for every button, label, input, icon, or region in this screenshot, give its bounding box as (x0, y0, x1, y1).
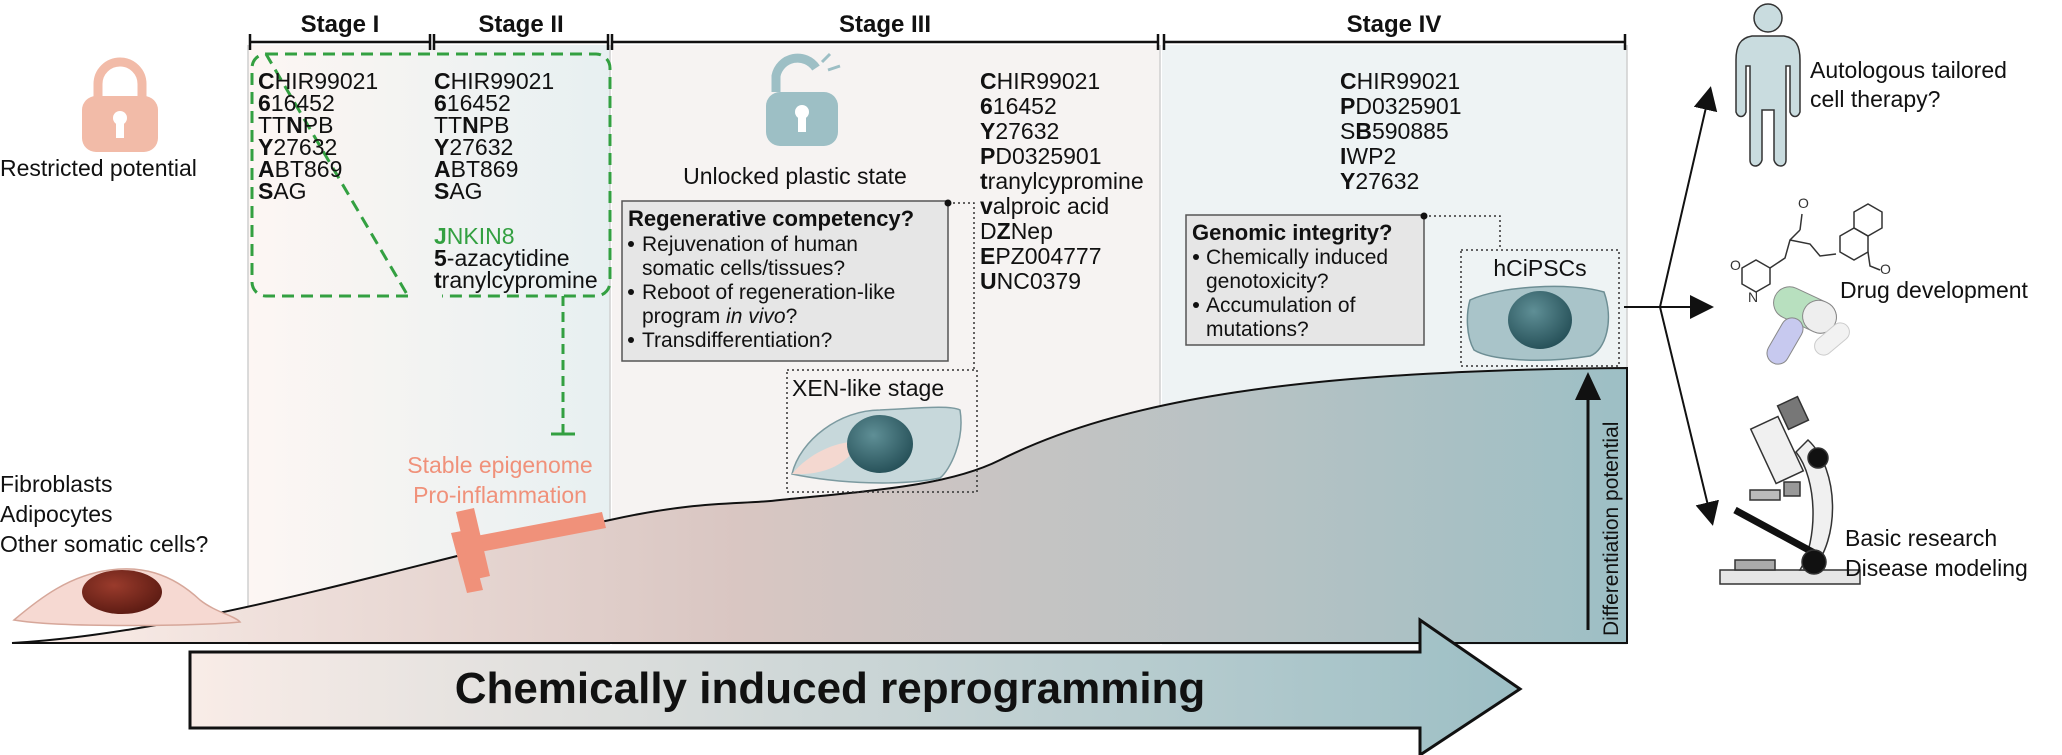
stage-1-header: Stage I (301, 11, 380, 38)
compound-DZNep: DZNep (980, 218, 1053, 244)
compound-CHIR99021: CHIR99021 (1340, 68, 1460, 94)
compound-PD0325901: PD0325901 (980, 143, 1102, 169)
compound-EPZ004777: EPZ004777 (980, 243, 1101, 269)
compound-CHIR99021: CHIR99021 (258, 68, 378, 94)
xen-box (786, 369, 978, 493)
xen-connector (948, 202, 975, 370)
unlocked-padlock-icon (766, 52, 841, 146)
compound-616452: 616452 (258, 90, 335, 116)
hcipsc-cell-icon (1466, 285, 1610, 362)
svg-text:O: O (1880, 261, 1891, 277)
hcipsc-label: hCiPSCs (1493, 255, 1586, 281)
genomic-questions: Chemically induced genotoxicity? Accumul… (1193, 246, 1388, 341)
therapy-line-2: cell therapy? (1810, 86, 1940, 112)
svg-text:N: N (1748, 289, 1758, 305)
barrier-pro-inflammation: Pro-inflammation (413, 482, 587, 508)
potential-curve (11, 366, 1628, 644)
genomic-question-box (1185, 214, 1425, 346)
regenerative-question-title: Regenerative competency? (628, 206, 914, 231)
question-genotoxicity: Chemically induced (1206, 246, 1388, 269)
unlocked-state-label: Unlocked plastic state (683, 163, 907, 189)
compound-Y27632: Y27632 (980, 118, 1059, 144)
differentiation-potential-label: Differentiation potential (1600, 422, 1623, 636)
xen-cell-icon (791, 406, 962, 484)
locked-padlock-icon (82, 57, 158, 152)
compound-616452: 616452 (980, 93, 1057, 119)
restricted-potential-label: Restricted potential (0, 155, 197, 181)
somatic-cell-3: Other somatic cells? (0, 531, 208, 557)
svg-text:O: O (1730, 257, 1741, 273)
compound-CHIR99021: CHIR99021 (980, 68, 1100, 94)
reprogramming-arrow (188, 617, 1523, 755)
regenerative-question-box (621, 200, 949, 362)
xen-label: XEN-like stage (792, 375, 944, 401)
question-transdifferentiation: Transdifferentiation? (642, 329, 832, 352)
pills-icon (1766, 286, 1850, 365)
compound-PD0325901: PD0325901 (1340, 93, 1462, 119)
compound-TTNPB: TTNPB (434, 112, 509, 138)
genomic-question-title: Genomic integrity? (1192, 220, 1392, 245)
svg-text:O: O (1798, 195, 1809, 211)
compound-SB590885: SB590885 (1340, 118, 1449, 144)
somatic-cell-1: Fibroblasts (0, 471, 112, 497)
compound-tranylcypromine: tranylcypromine (434, 267, 598, 293)
therapy-line-1: Autologous tailored (1810, 57, 2007, 83)
question-reboot-cont: program in vivo? (642, 305, 797, 328)
drug-molecule-icon: O O N O (1730, 195, 1891, 305)
compound-IWP2: IWP2 (1340, 143, 1396, 169)
research-line-2: Disease modeling (1845, 555, 2028, 581)
compound-616452: 616452 (434, 90, 511, 116)
compound-ABT869: ABT869 (434, 156, 518, 182)
drug-development-label: Drug development (1840, 277, 2029, 303)
barrier-stable-epigenome: Stable epigenome (407, 452, 592, 478)
regenerative-questions: Rejuvenation of human somatic cells/tiss… (628, 233, 895, 352)
compound-valproic acid: valproic acid (980, 193, 1109, 219)
stage-3-header: Stage III (839, 11, 931, 38)
compound-JNKIN8: JNKIN8 (434, 223, 515, 249)
stage-4-header: Stage IV (1347, 11, 1442, 38)
compound-SAG: SAG (258, 178, 307, 204)
stage3-compound-list: CHIR99021616452Y27632PD0325901tranylcypr… (980, 68, 1144, 294)
fibroblast-cell-icon (12, 568, 242, 627)
microscope-icon (1719, 395, 1861, 585)
compound-5-azacytidine: 5-azacytidine (434, 245, 570, 271)
stage-2-header: Stage II (478, 11, 563, 38)
barrier-t-icon (451, 508, 606, 593)
human-silhouette-icon (1735, 3, 1801, 167)
hcipsc-connector (1424, 215, 1501, 250)
compound-tranylcypromine: tranylcypromine (980, 168, 1144, 194)
question-rejuvenation-cont: somatic cells/tissues? (642, 257, 845, 280)
question-mutations-cont: mutations? (1206, 318, 1309, 341)
compound-ABT869: ABT869 (258, 156, 342, 182)
somatic-cell-2: Adipocytes (0, 501, 113, 527)
compound-TTNPB: TTNPB (258, 112, 333, 138)
reprogramming-label: Chemically induced reprogramming (455, 664, 1206, 713)
compound-Y27632: Y27632 (434, 134, 513, 160)
compound-CHIR99021: CHIR99021 (434, 68, 554, 94)
question-genotoxicity-cont: genotoxicity? (1206, 270, 1329, 293)
compound-UNC0379: UNC0379 (980, 268, 1081, 294)
question-mutations: Accumulation of (1206, 294, 1356, 317)
question-reboot: Reboot of regeneration-like (642, 281, 895, 304)
compound-SAG: SAG (434, 178, 483, 204)
research-line-1: Basic research (1845, 525, 1997, 551)
stage-brackets (248, 34, 1627, 50)
question-rejuvenation: Rejuvenation of human (642, 233, 858, 256)
hcipsc-box (1460, 249, 1620, 367)
stage12-dashed-box (250, 52, 612, 298)
compound-Y27632: Y27632 (258, 134, 337, 160)
application-arrows (1624, 86, 1719, 526)
compound-Y27632: Y27632 (1340, 168, 1419, 194)
